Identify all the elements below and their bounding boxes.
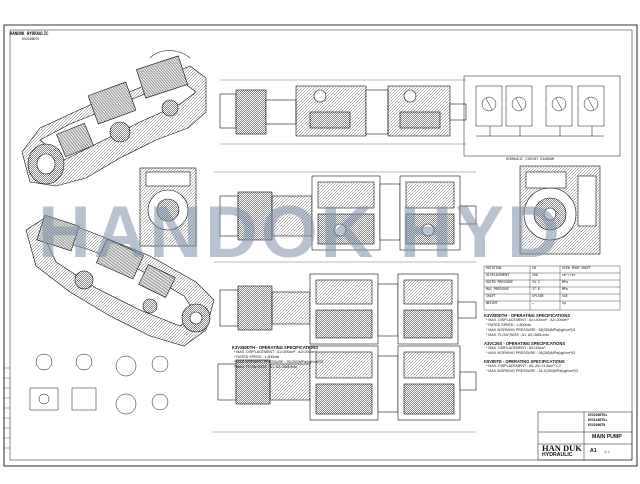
spec-line: * MAX WORKING PRESSURE : 35(350)MPa(kgf/…: [486, 328, 576, 332]
spec-cell: ROTATION: [486, 266, 502, 270]
spec-cell: kg: [562, 301, 566, 305]
spec-section1-title-r: K3V280DTH - OPERATING SPECIFICATIONS: [484, 313, 571, 318]
spec-cell: SHAFT: [486, 294, 496, 298]
spec-line: * MAX WORKING PRESSURE : 34.3(350)MPa(kg…: [486, 369, 579, 373]
isometric-view-top: [21, 50, 207, 187]
spec-line: * MAX WORKING PRESSURE : 36(360)MPa(kgf/…: [486, 351, 576, 355]
sheet-size: A1: [590, 448, 597, 454]
left-edge-grid: [4, 367, 10, 449]
pump-plan-view-top: [219, 79, 467, 145]
spec-line: * MAX. DISPLACEMENT : A1=200cm³ , A2=200…: [486, 318, 569, 322]
spec-cell: —: [532, 301, 534, 305]
model-line: K5V200DTH: [588, 423, 606, 427]
spec-cell: VIEW FROM SHAFT: [562, 266, 591, 270]
spec-cell: 37.8: [532, 287, 540, 291]
spec-cell: MAX PRESSURE: [486, 287, 510, 291]
spec-section1-title: K3V280DTH - OPERATING SPECIFICATIONS: [232, 345, 319, 350]
title-block-frame: [537, 411, 633, 461]
circuit-caption: HYDRAULIC CIRCUIT DIAGRAM: [506, 157, 554, 161]
watermark: HANDOK HYD: [38, 192, 563, 273]
spec-cell: 200: [532, 273, 538, 277]
spec-line: * RATED SPEED : 1,800min: [234, 355, 280, 359]
spec-section2-title: A3VC26S - OPERATING SPECIFICATIONS: [484, 341, 566, 346]
spec-cell: MPa: [562, 287, 568, 291]
spec-table-grid: [483, 265, 621, 311]
spec-line: * MAX. FLOW RATE : A1, A2=360L/min: [486, 333, 550, 337]
spec-cell: MPa: [562, 280, 568, 284]
pump-front-end-view: [519, 165, 601, 255]
spec-line: * RATED SPEED : 1,800min: [486, 323, 532, 327]
drawing-title: MAIN PUMP: [592, 434, 622, 440]
spec-cell: SPLINE: [532, 294, 544, 298]
pump-bottom-view: [212, 345, 477, 433]
spec-line: * MAX. DISPLACEMENT : A3=43cm³: [486, 346, 546, 350]
pump-lower-view: [219, 273, 477, 345]
isometric-view-bottom: [25, 214, 215, 347]
spec-cell: SAE: [562, 294, 568, 298]
model-line: K5V200DTH+: [588, 413, 608, 417]
spec-cell: CW: [532, 266, 536, 270]
spec-line: * MAX. FLOW RATE : A1, A2=360L/min: [234, 365, 298, 369]
spec-section3-title: K5V80TE - OPERATING SPECIFICATIONS: [484, 359, 565, 364]
spec-line: * MAX. DISPLACEMENT : A1=200cm³ , A2=200…: [234, 350, 317, 354]
spec-line: * MAX. DISPLACEMENT : A5, A5=74.8cm³ X 2: [486, 364, 561, 368]
pump-side-view: [214, 171, 477, 263]
spec-cell: WEIGHT: [486, 301, 498, 305]
spec-cell: cm³/rev: [562, 273, 576, 277]
hydraulic-circuit-diagram: [463, 75, 621, 157]
detail-views-bottom-left: [29, 353, 169, 415]
header-sheet-ref: K5V200DTH: [22, 37, 40, 41]
scale: 1:1: [604, 450, 610, 454]
company-name: HAN DUK: [542, 443, 582, 453]
model-line: K5V140DTH+: [588, 418, 608, 422]
company-sub: HYDRAULIC: [542, 452, 573, 458]
spec-cell: DISPLACEMENT: [486, 273, 510, 277]
spec-cell: 34.3: [532, 280, 540, 284]
header-logo: HANDOK HYDRAULIC: [10, 31, 49, 36]
pump-end-view-left: [139, 167, 197, 247]
spec-line: * MAX WORKING PRESSURE : 35(350)MPa(kgf/…: [234, 360, 324, 364]
spec-cell: RATED PRESSURE: [486, 280, 513, 284]
